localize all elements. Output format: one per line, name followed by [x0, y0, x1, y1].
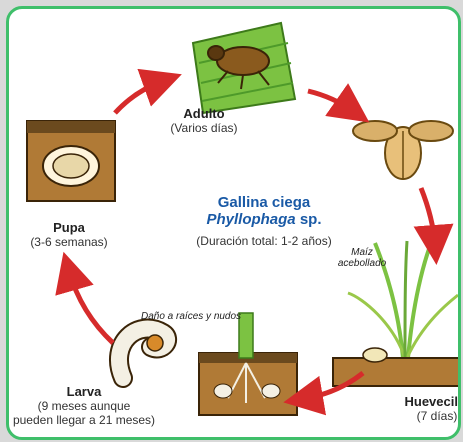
adult-stage-name: Adulto — [159, 107, 249, 122]
egg-label: Huevecillo (7 días) — [397, 395, 461, 424]
corn-note: Maíz acebollado — [327, 247, 397, 269]
corn-note-line2: acebollado — [327, 258, 397, 269]
egg-icon — [363, 348, 387, 362]
species-name: Phyllophaga — [206, 211, 295, 228]
larva-stage-duration-line1: (9 meses aunque — [9, 400, 159, 414]
damage-note: Daño a raíces y nudos — [141, 311, 291, 322]
pupa-stage-duration: (3-6 semanas) — [23, 236, 115, 250]
species-suffix: sp. — [300, 211, 322, 228]
adult-label: Adulto (Varios días) — [159, 107, 249, 136]
pupa-stage-name: Pupa — [23, 221, 115, 236]
egg-stage-name: Huevecillo — [397, 395, 461, 410]
corn-note-line1: Maíz — [327, 247, 397, 258]
pupa-soil-block — [27, 121, 115, 201]
larva-stage-name: Larva — [9, 385, 159, 400]
root-damage-soil-block — [199, 313, 297, 415]
larva-stage-duration-line2: pueden llegar a 21 meses) — [9, 414, 159, 428]
flying-beetle-icon — [353, 121, 453, 179]
larva-grub-icon — [119, 329, 167, 378]
egg-stage-duration: (7 días) — [397, 410, 461, 424]
adult-stage-duration: (Varios días) — [159, 122, 249, 136]
diagram-title-block: Gallina ciega Phyllophaga sp. (Duración … — [179, 194, 349, 248]
life-cycle-card: Adulto (Varios días) Pupa (3-6 semanas) … — [6, 6, 461, 440]
total-duration: (Duración total: 1-2 años) — [179, 234, 349, 248]
species-line: Phyllophaga sp. — [179, 211, 349, 228]
larva-label: Larva (9 meses aunque pueden llegar a 21… — [9, 385, 159, 428]
pupa-label: Pupa (3-6 semanas) — [23, 221, 115, 250]
diagram-title: Gallina ciega — [179, 194, 349, 211]
